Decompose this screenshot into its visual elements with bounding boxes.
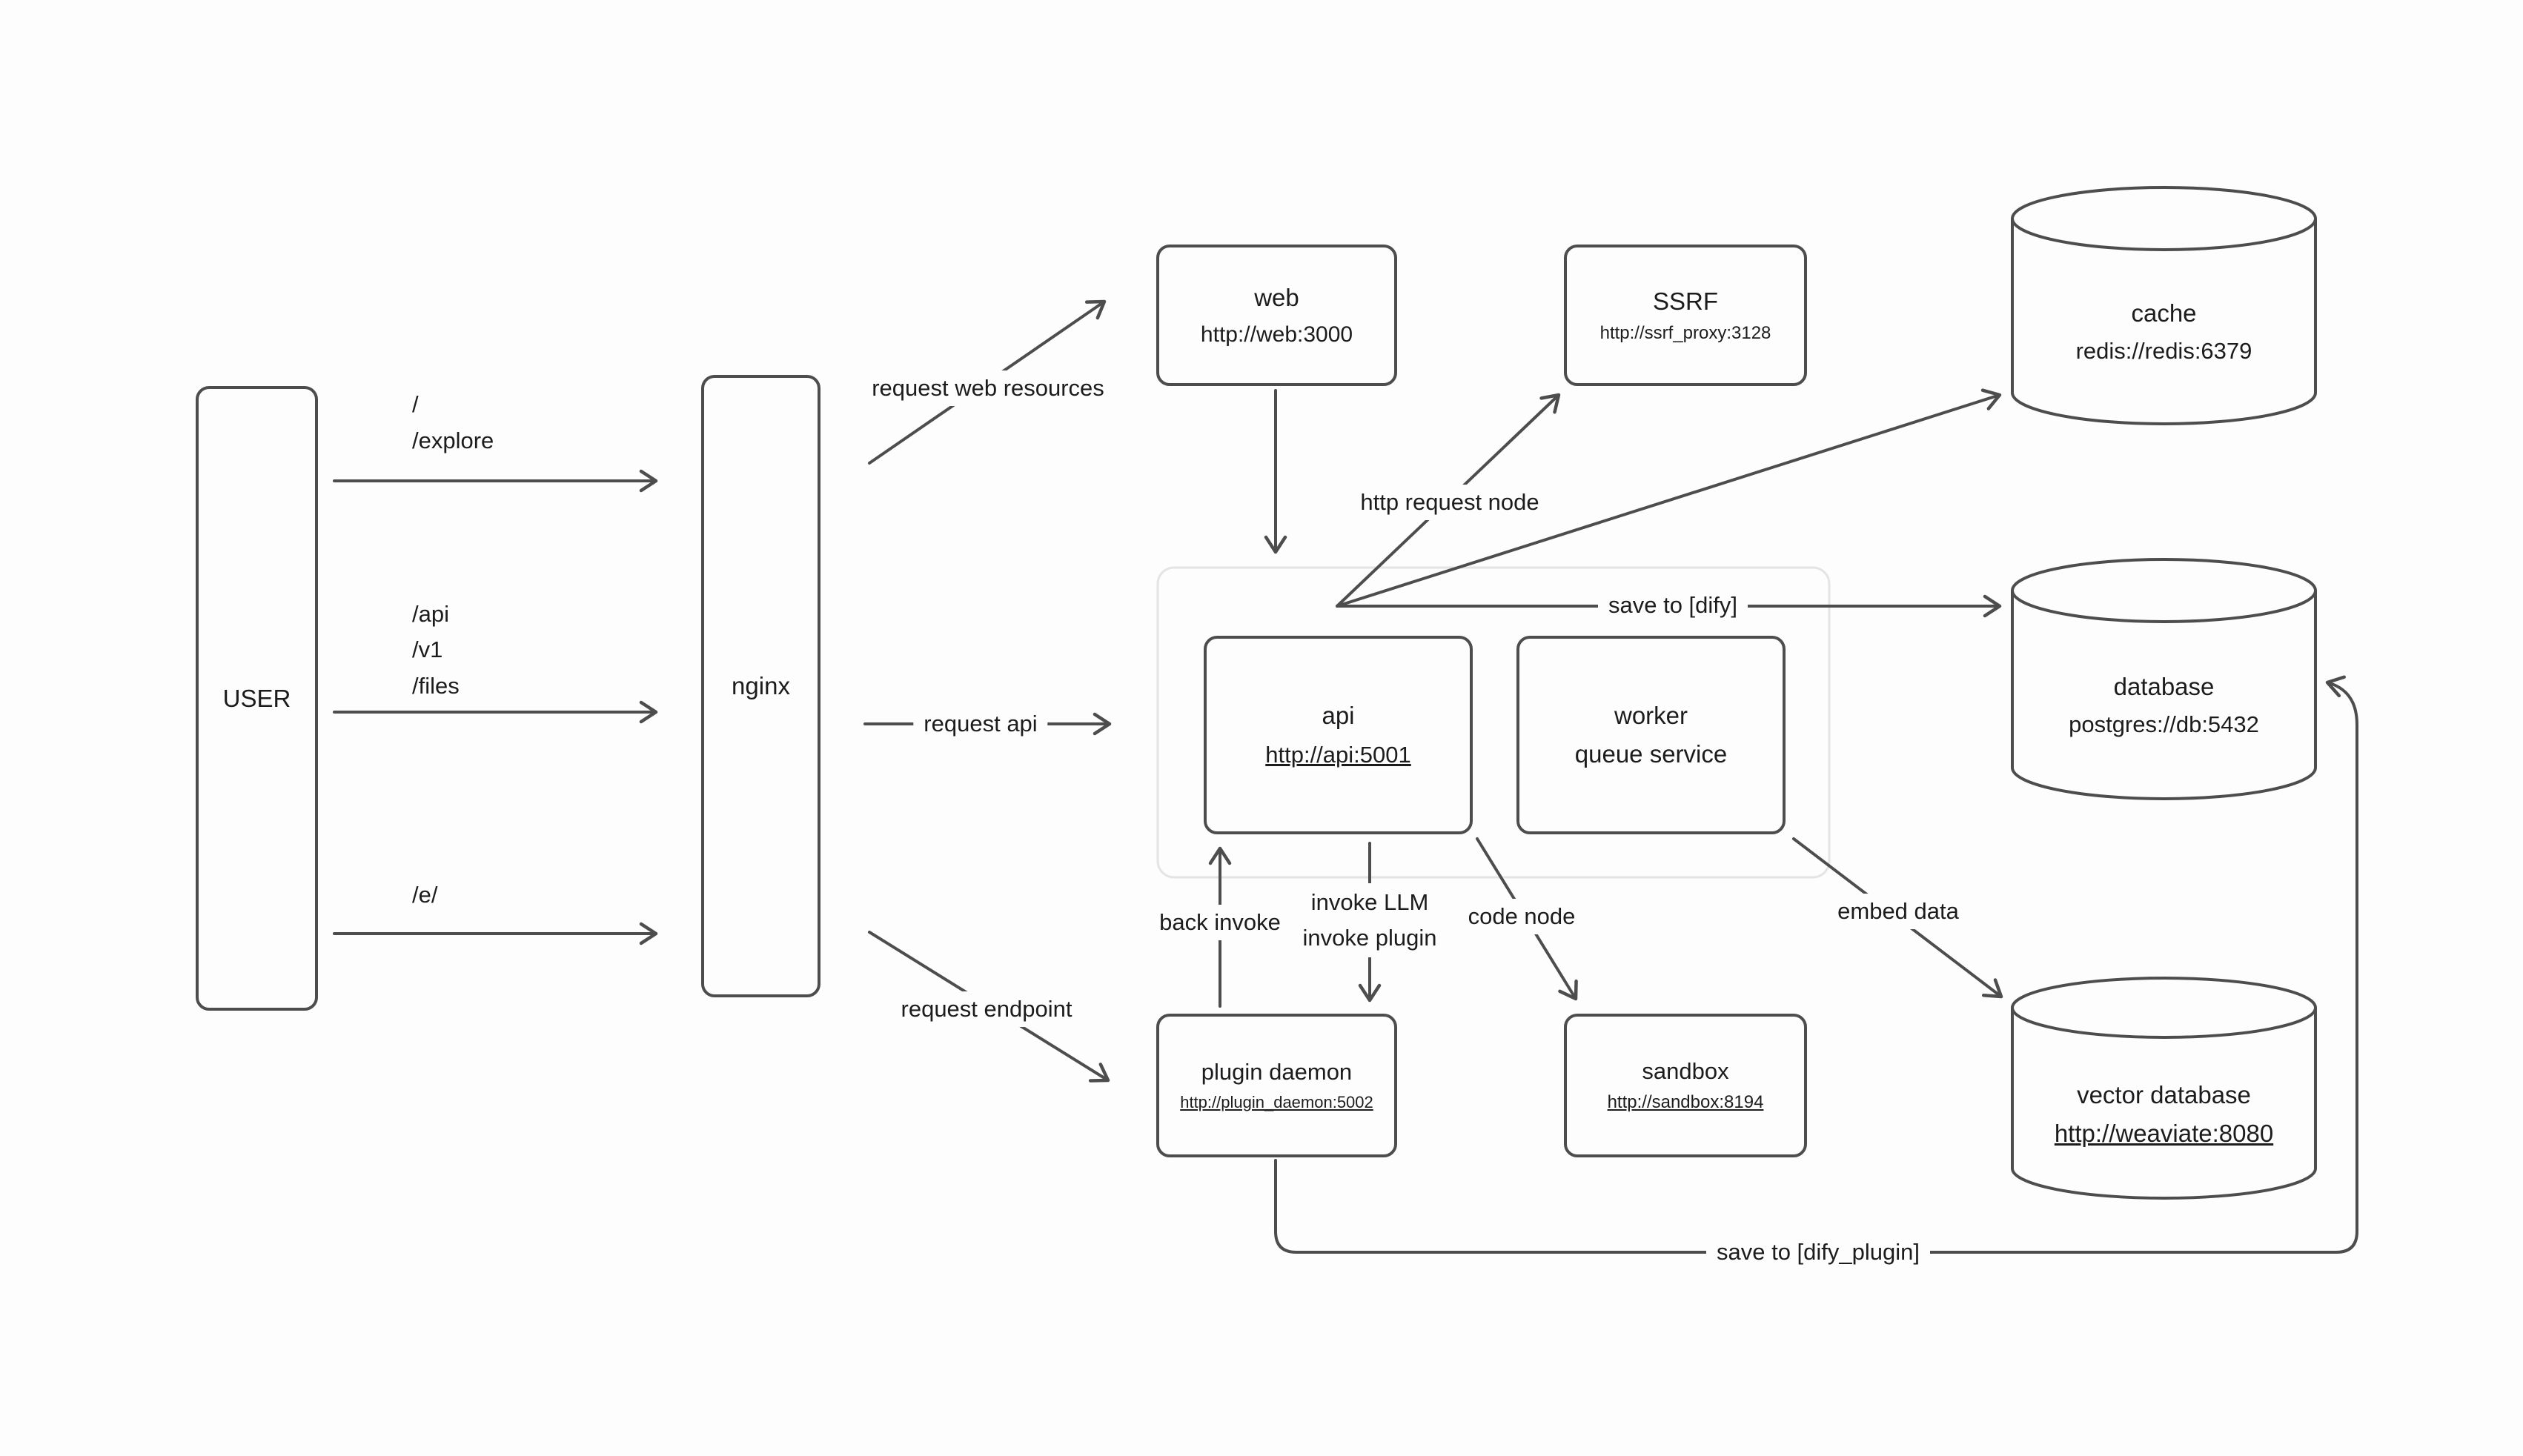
route-label-explore: /explore (412, 428, 494, 453)
arrow-plugin-daemon-database (1274, 675, 2358, 1254)
route-label-v1: /v1 (412, 636, 443, 662)
edge-label-code-node: code node (1457, 899, 1586, 934)
edge-label-http-request-node: http request node (1350, 485, 1550, 520)
vector-database-cylinder-lid (2011, 1007, 2317, 1039)
edge-label-invoke-plugin: invoke plugin (1302, 925, 1437, 951)
node-sandbox-url-link[interactable]: http://sandbox:8194 (1607, 1092, 1764, 1112)
edge-label-request-web-resources: request web resources (861, 370, 1115, 406)
edge-label-save-to-dify-plugin: save to [dify_plugin] (1705, 1234, 1931, 1270)
node-user: USER (196, 386, 318, 1011)
node-vector-database-label: vector database (2077, 1080, 2251, 1108)
route-label-files: /files (412, 673, 460, 699)
edge-label-invoke: invoke LLM invoke plugin (1292, 883, 1448, 957)
cache-cylinder-lid (2011, 218, 2317, 251)
node-web: web http://web:3000 (1156, 245, 1397, 386)
node-vector-database-url-link[interactable]: http://weaviate:8080 (2054, 1119, 2274, 1147)
edge-label-embed-data: embed data (1827, 894, 1969, 929)
node-cache: cache redis://redis:6379 (2012, 187, 2315, 424)
node-database-label: database (2113, 672, 2215, 700)
node-vector-database: vector database http://weaviate:8080 (2012, 978, 2315, 1198)
node-worker: worker queue service (1516, 636, 1786, 834)
node-sandbox: sandbox http://sandbox:8194 (1564, 1014, 1807, 1157)
route-label-e: /e/ (412, 882, 438, 908)
edge-label-request-api: request api (913, 706, 1048, 742)
node-worker-sublabel: queue service (1574, 740, 1728, 768)
route-label-root: / (412, 391, 419, 417)
edge-label-invoke-llm: invoke LLM (1310, 889, 1429, 915)
node-api-url-link[interactable]: http://api:5001 (1265, 742, 1411, 768)
node-ssrf-label: SSRF (1652, 287, 1718, 315)
node-cache-url: redis://redis:6379 (2075, 337, 2252, 364)
database-cylinder-lid (2011, 590, 2317, 623)
node-nginx-label: nginx (732, 672, 790, 699)
node-database-url: postgres://db:5432 (2069, 711, 2259, 737)
node-worker-label: worker (1614, 702, 1688, 729)
edge-label-back-invoke: back invoke (1149, 905, 1291, 940)
edge-label-request-endpoint: request endpoint (890, 991, 1083, 1027)
arrow-api-cache (1336, 388, 2002, 608)
database-cylinder (2011, 558, 2317, 800)
node-plugin-daemon: plugin daemon http://plugin_daemon:5002 (1156, 1014, 1397, 1157)
node-ssrf: SSRF http://ssrf_proxy:3128 (1564, 245, 1807, 386)
node-sandbox-label: sandbox (1642, 1058, 1729, 1084)
node-database: database postgres://db:5432 (2012, 559, 2315, 799)
services-container (1156, 566, 1831, 879)
node-api: api http://api:5001 (1204, 636, 1473, 834)
node-cache-label: cache (2131, 299, 2197, 327)
node-web-label: web (1254, 283, 1299, 311)
node-user-label: USER (222, 684, 291, 712)
route-label-api: /api (412, 601, 449, 627)
edge-label-save-to-dify: save to [dify] (1597, 588, 1748, 623)
node-plugin-daemon-label: plugin daemon (1201, 1059, 1353, 1085)
node-nginx: nginx (701, 375, 820, 997)
node-web-url: http://web:3000 (1200, 322, 1353, 347)
node-plugin-daemon-url-link[interactable]: http://plugin_daemon:5002 (1180, 1093, 1373, 1111)
node-ssrf-url: http://ssrf_proxy:3128 (1599, 322, 1771, 343)
node-api-label: api (1322, 702, 1355, 729)
